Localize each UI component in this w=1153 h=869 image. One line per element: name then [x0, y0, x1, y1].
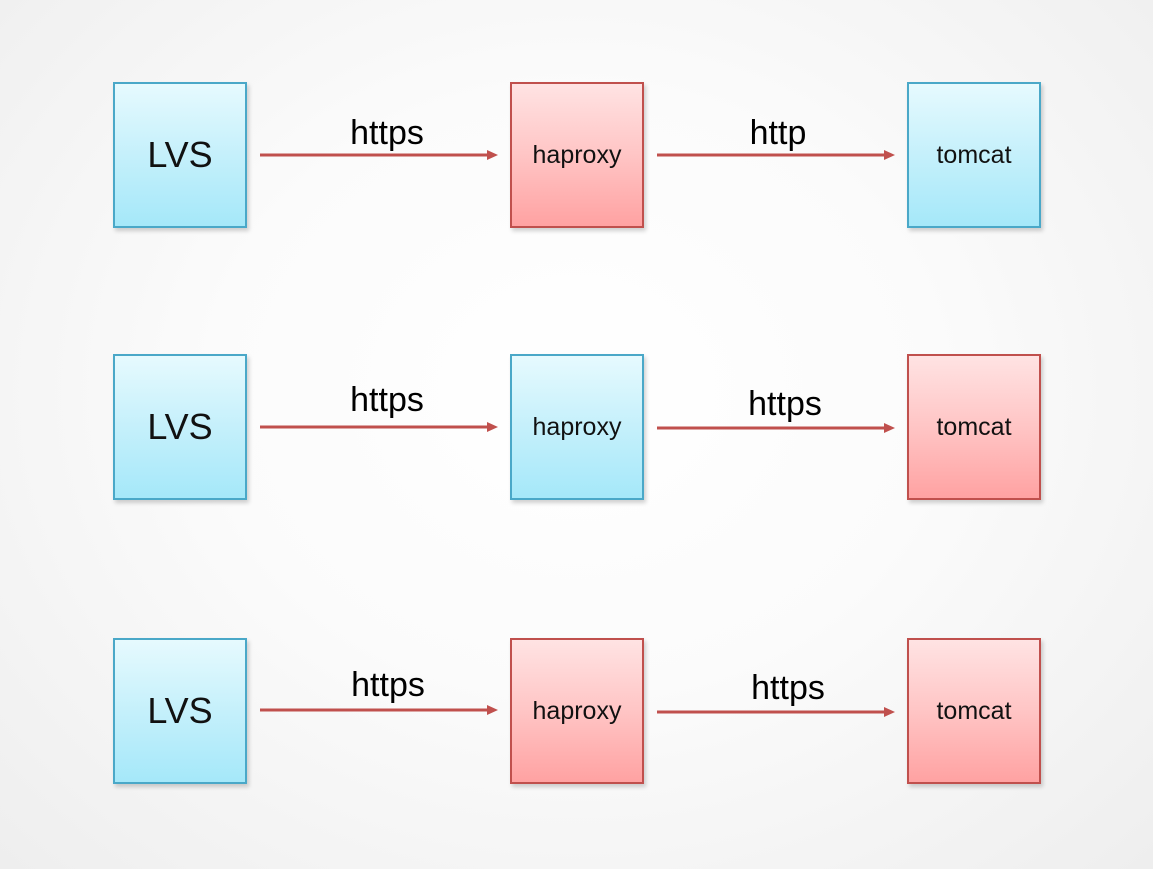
flow-row-2: LVS https haproxy https tomcat [0, 354, 1153, 504]
tomcat-node-label: tomcat [936, 696, 1012, 725]
tomcat-node: tomcat [907, 82, 1041, 228]
haproxy-node-label: haproxy [532, 696, 622, 725]
lvs-node-label: LVS [147, 690, 213, 731]
arrow-lvs-to-haproxy [260, 150, 498, 160]
haproxy-node-label: haproxy [532, 412, 622, 441]
lvs-node-label: LVS [147, 406, 213, 447]
edge-label-lvs-haproxy: https [350, 381, 424, 419]
haproxy-node: haproxy [510, 82, 644, 228]
lvs-node-label: LVS [147, 134, 213, 175]
tomcat-node: tomcat [907, 638, 1041, 784]
lvs-node: LVS [113, 82, 247, 228]
edge-label-haproxy-tomcat: https [748, 385, 822, 423]
edge-label-haproxy-tomcat: http [749, 114, 807, 152]
tomcat-node: tomcat [907, 354, 1041, 500]
arrow-lvs-to-haproxy [260, 422, 498, 432]
lvs-node: LVS [113, 354, 247, 500]
arrow-haproxy-to-tomcat [657, 150, 895, 160]
haproxy-node: haproxy [510, 638, 644, 784]
flow-row-3: LVS https haproxy https tomcat [0, 638, 1153, 788]
edge-label-haproxy-tomcat: https [751, 669, 825, 707]
arrow-lvs-to-haproxy [260, 705, 498, 715]
tomcat-node-label: tomcat [936, 412, 1012, 441]
arrow-haproxy-to-tomcat [657, 707, 895, 717]
arrow-haproxy-to-tomcat [657, 423, 895, 433]
edge-label-lvs-haproxy: https [350, 114, 424, 152]
haproxy-node-label: haproxy [532, 140, 622, 169]
edge-label-lvs-haproxy: https [351, 666, 425, 704]
tomcat-node-label: tomcat [936, 140, 1012, 169]
lvs-node: LVS [113, 638, 247, 784]
haproxy-node: haproxy [510, 354, 644, 500]
flow-row-1: LVS https haproxy http tomcat [0, 82, 1153, 232]
